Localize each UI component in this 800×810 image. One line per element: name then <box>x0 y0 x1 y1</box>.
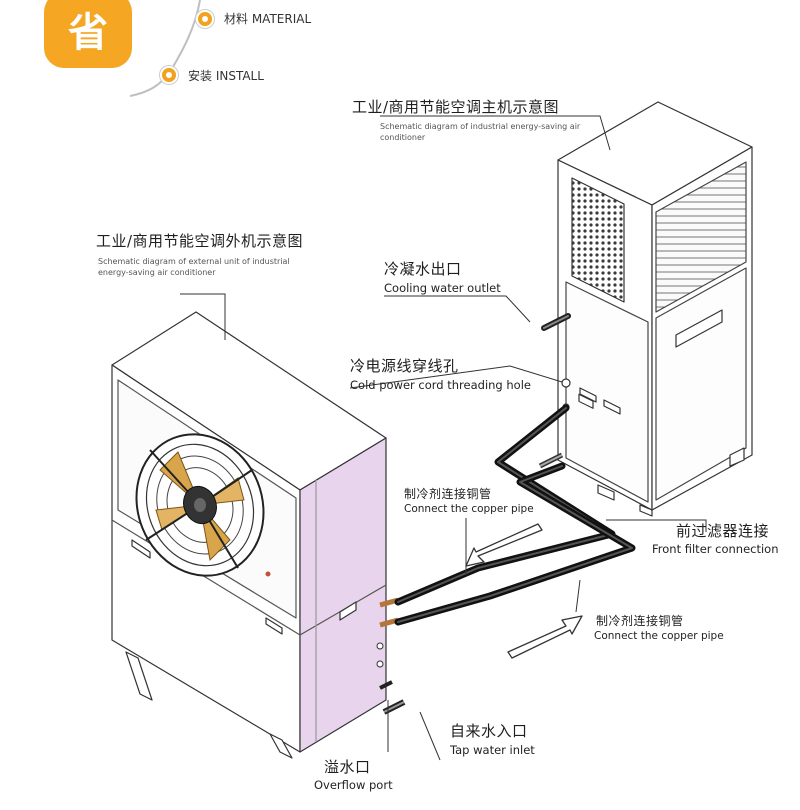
menu-item-material[interactable]: 材料 MATERIAL <box>224 12 312 26</box>
material-icon <box>196 10 214 28</box>
overflow-label-en: Overflow port <box>314 778 393 792</box>
outdoor-unit-title: 工业/商用节能空调外机示意图 <box>96 232 304 250</box>
cooling-outlet-label-en: Cooling water outlet <box>384 281 501 295</box>
overflow-label: 溢水口 <box>324 758 371 776</box>
cord-hole-label-en: Cold power cord threading hole <box>350 378 531 392</box>
menu-item-install[interactable]: 安装 INSTALL <box>188 69 264 83</box>
badge-shape <box>44 0 132 68</box>
indoor-unit-subtitle: Schematic diagram of industrial energy-s… <box>380 122 581 142</box>
cooling-outlet-label: 冷凝水出口 <box>384 260 462 278</box>
fan <box>135 433 265 577</box>
install-icon <box>160 66 178 84</box>
front-filter-label: 前过滤器连接 <box>676 522 770 540</box>
tap-inlet-label: 自来水入口 <box>450 722 528 740</box>
outdoor-unit-subtitle: Schematic diagram of external unit of in… <box>98 257 290 277</box>
indoor-unit <box>557 101 753 517</box>
copper-pipe-1-label: 制冷剂连接铜管 <box>404 487 492 501</box>
copper-pipe-1-label-en: Connect the copper pipe <box>404 503 534 515</box>
flow-arrows <box>465 523 583 659</box>
indoor-unit-title: 工业/商用节能空调主机示意图 <box>352 98 560 116</box>
copper-pipe-2-label: 制冷剂连接铜管 <box>596 614 684 628</box>
refrigerant-pipes <box>394 404 636 626</box>
front-filter-label-en: Front filter connection <box>652 542 779 556</box>
leader-lines <box>180 115 707 761</box>
cord-hole-label: 冷电源线穿线孔 <box>350 357 459 375</box>
badge-char: 省 <box>68 10 108 56</box>
copper-pipe-2-label-en: Connect the copper pipe <box>594 630 724 642</box>
tap-inlet-label-en: Tap water inlet <box>450 743 535 757</box>
